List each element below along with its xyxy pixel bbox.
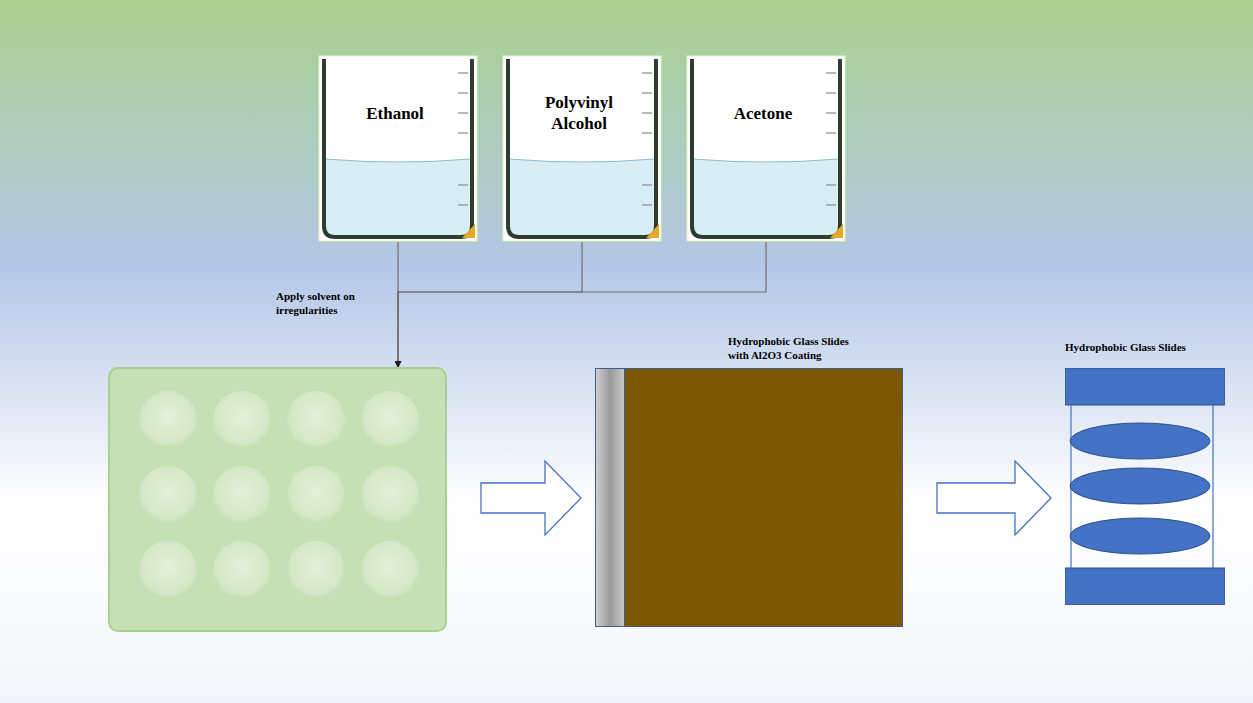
plate-body: [109, 368, 446, 631]
water-droplet: [1070, 423, 1210, 459]
coat-shape: [595, 368, 903, 627]
plate-well: [361, 391, 419, 449]
plate-well: [139, 391, 197, 449]
block-arrow: [481, 461, 581, 535]
coating-layer: [596, 369, 903, 627]
scale-tick: [826, 112, 836, 114]
solvent-beaker: Polyvinyl Alcohol: [502, 55, 662, 242]
slide-side: [1212, 405, 1213, 568]
block-arrow: [937, 461, 1051, 535]
corner-mark: [462, 224, 475, 238]
slide-top: [1065, 368, 1225, 405]
solvent-line: [398, 242, 582, 367]
solvent-beaker: Acetone: [686, 55, 846, 242]
liquid: [325, 159, 471, 236]
beaker-shape: [686, 55, 846, 242]
scale-tick: [642, 132, 652, 134]
corner-mark: [646, 224, 659, 238]
step-heading: Hydrophobic Glass Slides: [1065, 340, 1195, 354]
scale-tick: [458, 92, 468, 94]
scale-tick: [642, 204, 652, 206]
scale-tick: [458, 204, 468, 206]
liquid: [509, 159, 655, 236]
scale-tick: [642, 184, 652, 186]
plate-shape: [108, 367, 447, 632]
plate-well: [139, 466, 197, 524]
beaker-outline: [508, 59, 656, 237]
plate-well: [287, 466, 345, 524]
solvent-label: Ethanol: [332, 103, 458, 124]
liquid-surface: [693, 159, 839, 162]
plate-well: [287, 541, 345, 599]
beaker-outline: [324, 59, 472, 237]
plate-well: [139, 541, 197, 599]
water-droplet: [1070, 518, 1210, 554]
step-heading: Hydrophobic Glass Slides with Al2O3 Coat…: [728, 334, 868, 362]
scale-tick: [458, 112, 468, 114]
scale-tick: [458, 132, 468, 134]
beaker-shape: [502, 55, 662, 242]
solvent-beaker: Ethanol: [318, 55, 478, 242]
liquid-surface: [509, 159, 655, 162]
plate-well: [213, 541, 271, 599]
scale-tick: [826, 72, 836, 74]
water-droplet: [1070, 468, 1210, 504]
slides-shape: [1065, 368, 1225, 605]
beaker-frame: [687, 56, 846, 242]
step-heading: Apply solvent on irregularities: [276, 289, 388, 317]
beaker-frame: [503, 56, 662, 242]
scale-tick: [826, 184, 836, 186]
beaker-frame: [319, 56, 478, 242]
scale-tick: [642, 72, 652, 74]
liquid: [693, 159, 839, 236]
plate-well: [213, 466, 271, 524]
scale-tick: [642, 112, 652, 114]
scale-tick: [826, 92, 836, 94]
corner-mark: [830, 224, 843, 238]
plate-well: [287, 391, 345, 449]
coated-slide: Hydrophobic Glass Slides with Al2O3 Coat…: [595, 368, 903, 627]
scale-tick: [458, 184, 468, 186]
glass-edge: [596, 369, 625, 627]
beaker-outline: [692, 59, 840, 237]
slide-stack: Hydrophobic Glass Slides: [1065, 368, 1225, 605]
scale-tick: [642, 92, 652, 94]
solvent-label: Acetone: [700, 103, 826, 124]
scale-tick: [826, 132, 836, 134]
liquid-surface: [325, 159, 471, 162]
solvent-label: Polyvinyl Alcohol: [516, 92, 642, 134]
well-plate: Apply solvent on irregularities: [108, 367, 447, 632]
plate-well: [213, 391, 271, 449]
plate-well: [361, 466, 419, 524]
beaker-shape: [318, 55, 478, 242]
solvent-line: [398, 242, 766, 367]
slide-bottom: [1065, 568, 1225, 605]
scale-tick: [826, 204, 836, 206]
scale-tick: [458, 72, 468, 74]
plate-well: [361, 541, 419, 599]
